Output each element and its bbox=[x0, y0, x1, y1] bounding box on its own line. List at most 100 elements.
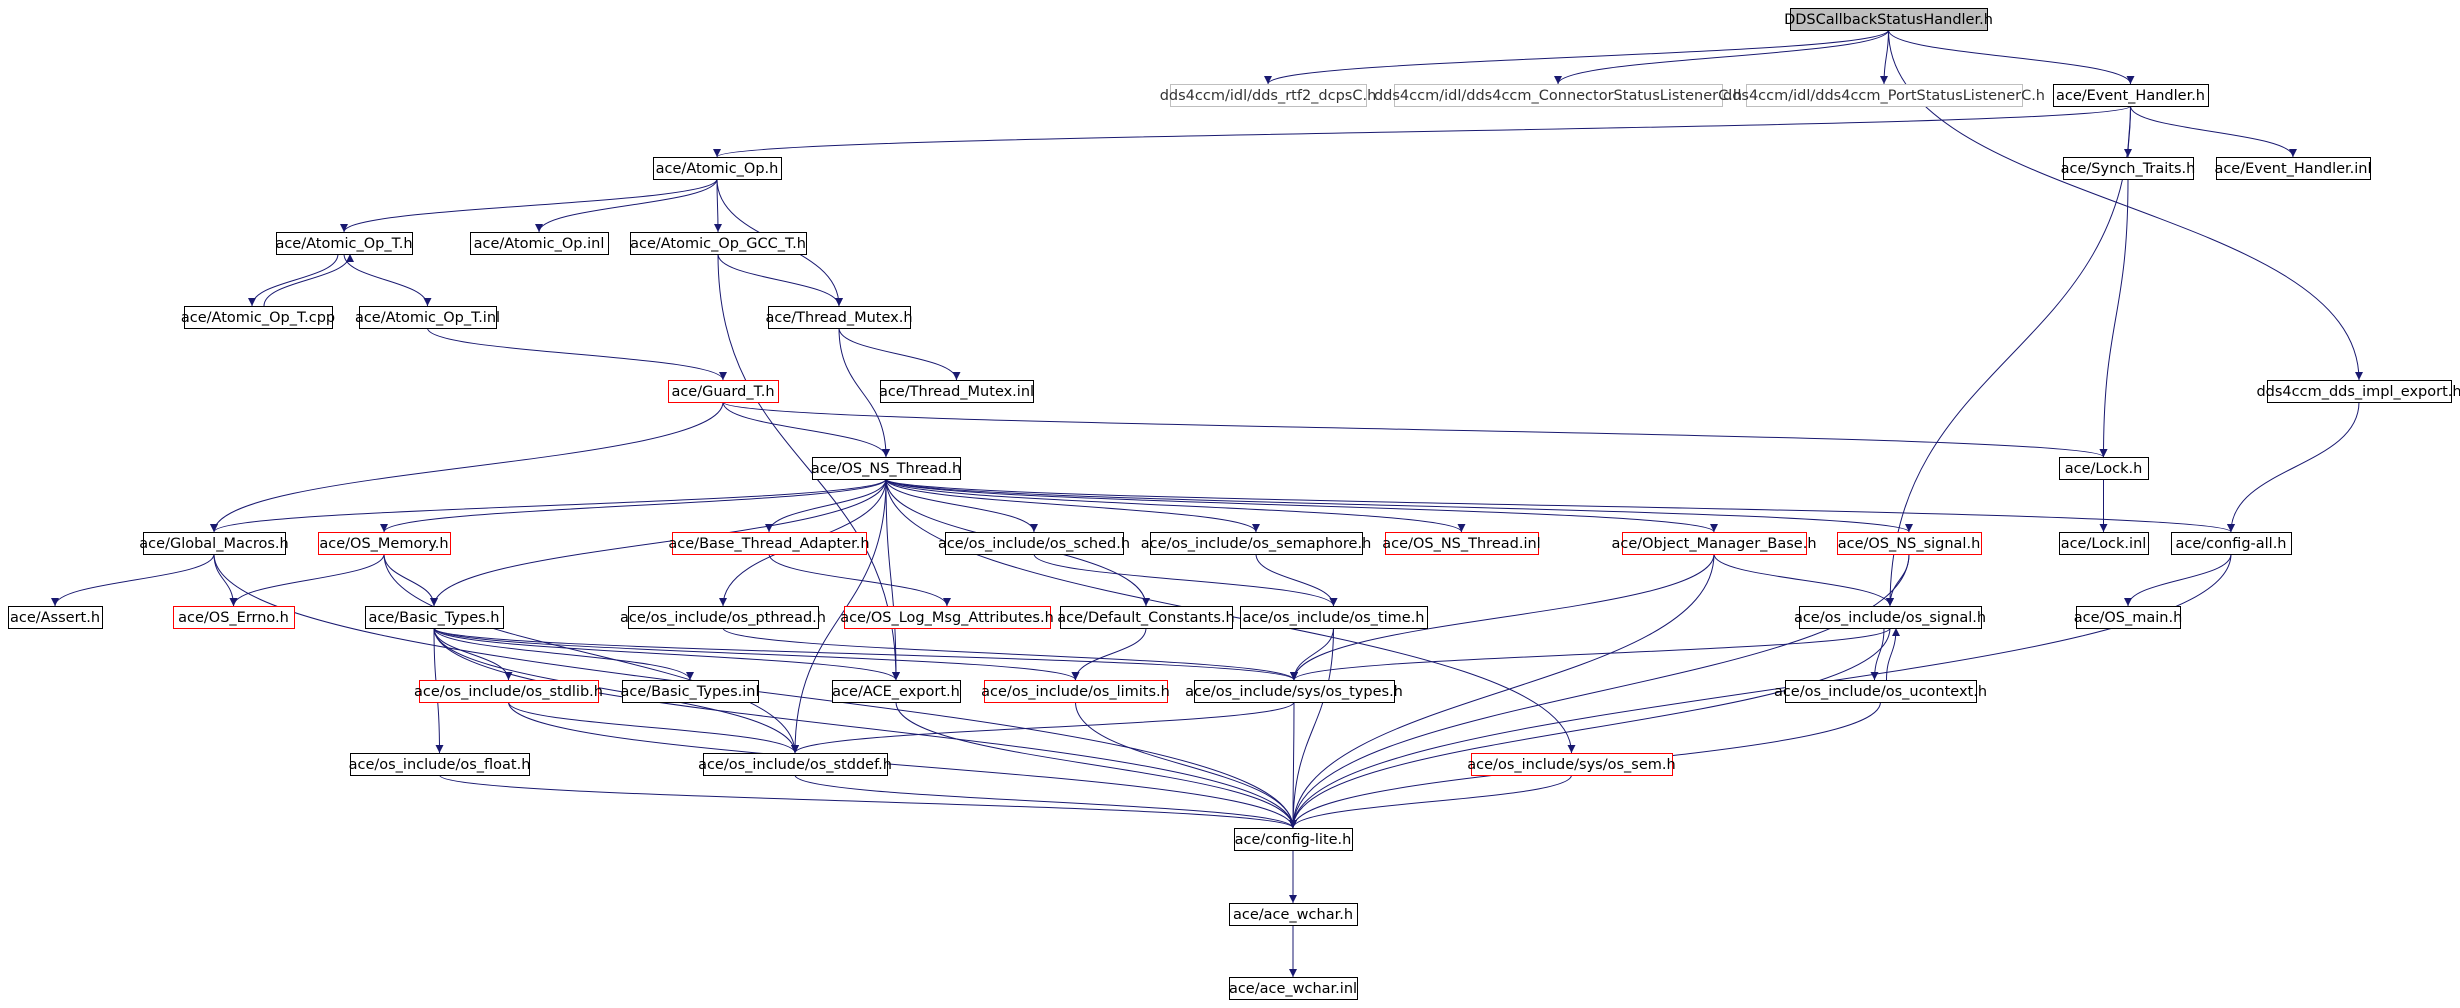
node-base-thread-adapter[interactable]: ace/Base_Thread_Adapter.h bbox=[668, 532, 870, 555]
node-box bbox=[1622, 532, 1807, 555]
edge-base_thread_adapter-to-os_log_msg bbox=[768, 553, 951, 607]
edge-synch_traits-to-lock_h bbox=[2099, 178, 2129, 458]
node-atomic-op-gcc[interactable]: ace/Atomic_Op_GCC_T.h bbox=[630, 232, 807, 255]
node-atomic-op-t-cpp[interactable]: ace/Atomic_Op_T.cpp bbox=[181, 306, 335, 329]
node-config-lite[interactable]: ace/config-lite.h bbox=[1234, 828, 1353, 851]
node-sys-os-types[interactable]: ace/os_include/sys/os_types.h bbox=[1185, 680, 1403, 703]
node-ace-export[interactable]: ace/ACE_export.h bbox=[832, 680, 961, 703]
node-os-limits[interactable]: ace/os_include/os_limits.h bbox=[981, 680, 1170, 703]
node-box bbox=[1229, 903, 1358, 926]
node-root[interactable]: DDSCallbackStatusHandler.h bbox=[1784, 8, 1993, 31]
node-label: ace/Atomic_Op_T.inl bbox=[355, 310, 500, 326]
node-label: ace/os_include/os_limits.h bbox=[981, 684, 1170, 700]
node-os-signal[interactable]: ace/os_include/os_signal.h bbox=[1794, 606, 1986, 629]
node-assert-h[interactable]: ace/Assert.h bbox=[8, 606, 103, 629]
node-label: ace/OS_NS_signal.h bbox=[1838, 536, 1981, 552]
node-box bbox=[768, 306, 911, 329]
edge-basic_types-to-config_lite bbox=[433, 627, 1297, 829]
node-box bbox=[1837, 532, 1982, 555]
edge-os_ns_thread-to-basic_types bbox=[430, 478, 887, 607]
node-thread-mutex-inl[interactable]: ace/Thread_Mutex.inl bbox=[879, 380, 1034, 403]
node-atomic-op-t-inl[interactable]: ace/Atomic_Op_T.inl bbox=[355, 306, 500, 329]
node-os-stddef[interactable]: ace/os_include/os_stddef.h bbox=[698, 753, 892, 776]
node-ace-wchar[interactable]: ace/ace_wchar.h bbox=[1229, 903, 1358, 926]
node-label: ace/os_include/os_pthread.h bbox=[620, 610, 826, 626]
node-label: ace/OS_NS_Thread.inl bbox=[1382, 536, 1540, 552]
node-label: ace/os_include/os_time.h bbox=[1243, 610, 1425, 626]
node-os-semaphore[interactable]: ace/os_include/os_semaphore.h bbox=[1141, 532, 1372, 555]
node-box bbox=[1471, 753, 1673, 776]
node-os-ns-thread[interactable]: ace/OS_NS_Thread.h bbox=[811, 457, 961, 480]
node-box bbox=[2053, 84, 2209, 107]
node-box bbox=[672, 532, 867, 555]
edge-os_stdlib-to-config_lite bbox=[508, 701, 1297, 829]
node-event-handler-inl[interactable]: ace/Event_Handler.inl bbox=[2214, 157, 2372, 180]
node-lock-h[interactable]: ace/Lock.h bbox=[2059, 457, 2149, 480]
node-guard-t[interactable]: ace/Guard_T.h bbox=[668, 380, 779, 403]
node-label: ace/Atomic_Op_T.h bbox=[275, 236, 412, 252]
node-os-ns-signal[interactable]: ace/OS_NS_signal.h bbox=[1837, 532, 1982, 555]
node-label: ace/os_include/os_semaphore.h bbox=[1141, 536, 1372, 552]
node-os-errno[interactable]: ace/OS_Errno.h bbox=[173, 606, 295, 629]
node-atomic-op-t[interactable]: ace/Atomic_Op_T.h bbox=[275, 232, 413, 255]
node-os-stdlib[interactable]: ace/os_include/os_stdlib.h bbox=[414, 680, 603, 703]
node-ace-wchar-inl[interactable]: ace/ace_wchar.inl bbox=[1229, 977, 1358, 1000]
edge-atomic_op-to-atomic_op_inl bbox=[535, 178, 718, 233]
node-conn-listener[interactable]: dds4ccm/idl/dds4ccm_ConnectorStatusListe… bbox=[1374, 84, 1742, 107]
node-global-macros[interactable]: ace/Global_Macros.h bbox=[139, 532, 289, 555]
edge-guard_t-to-os_ns_thread bbox=[722, 401, 890, 458]
node-os-pthread[interactable]: ace/os_include/os_pthread.h bbox=[620, 606, 826, 629]
node-label: ace/ace_wchar.h bbox=[1233, 907, 1353, 923]
edge-basic_types-to-basic_types_inl bbox=[433, 627, 694, 681]
edge-os_ns_thread-to-os_ns_signal bbox=[885, 478, 1913, 533]
edge-os_limits-to-config_lite bbox=[1075, 701, 1297, 829]
node-os-sched[interactable]: ace/os_include/os_sched.h bbox=[938, 532, 1130, 555]
edge-guard_t-to-global_macros bbox=[210, 401, 724, 533]
edge-thread_mutex-to-thread_mutex_inl bbox=[838, 327, 961, 381]
node-atomic-op-inl[interactable]: ace/Atomic_Op.inl bbox=[470, 232, 609, 255]
edge-ace_export-to-config_lite bbox=[895, 701, 1297, 829]
node-event-handler[interactable]: ace/Event_Handler.h bbox=[2053, 84, 2209, 107]
edge-root-to-dds_impl_export bbox=[1888, 29, 2363, 381]
node-os-ns-thread-inl[interactable]: ace/OS_NS_Thread.inl bbox=[1382, 532, 1541, 555]
edge-os_memory-to-os_errno bbox=[229, 553, 385, 607]
edge-layer bbox=[51, 29, 2363, 977]
node-label: ace/config-all.h bbox=[2175, 536, 2286, 552]
node-port-listener[interactable]: dds4ccm/idl/dds4ccm_PortStatusListenerC.… bbox=[1723, 84, 2045, 107]
node-box bbox=[1240, 606, 1428, 629]
node-label: ace/Guard_T.h bbox=[671, 384, 774, 400]
edge-basic_types-to-os_stddef bbox=[433, 627, 799, 754]
node-basic-types[interactable]: ace/Basic_Types.h bbox=[365, 606, 504, 629]
node-os-ucontext[interactable]: ace/os_include/os_ucontext.h bbox=[1774, 680, 1987, 703]
node-synch-traits[interactable]: ace/Synch_Traits.h bbox=[2061, 157, 2196, 180]
edge-os_signal-to-config_lite bbox=[1289, 627, 1891, 829]
node-dds-impl-export[interactable]: dds4ccm_dds_impl_export.h bbox=[2256, 380, 2460, 403]
node-label: ace/Default_Constants.h bbox=[1057, 610, 1234, 626]
node-label: dds4ccm/idl/dds4ccm_ConnectorStatusListe… bbox=[1374, 88, 1742, 104]
node-label: ace/Lock.inl bbox=[2061, 536, 2147, 552]
node-layer: DDSCallbackStatusHandler.h dds4ccm/idl/dd… bbox=[8, 8, 2460, 1000]
node-atomic-op[interactable]: ace/Atomic_Op.h bbox=[653, 157, 782, 180]
edge-os_ns_thread-to-config_all bbox=[885, 478, 2235, 533]
node-dds-rtf2[interactable]: dds4ccm/idl/dds_rtf2_dcpsC.h bbox=[1160, 84, 1377, 107]
node-lock-inl[interactable]: ace/Lock.inl bbox=[2059, 532, 2149, 555]
node-box bbox=[8, 606, 103, 629]
node-default-constants[interactable]: ace/Default_Constants.h bbox=[1057, 606, 1235, 629]
node-os-log-msg[interactable]: ace/OS_Log_Msg_Attributes.h bbox=[840, 606, 1054, 629]
node-os-main[interactable]: ace/OS_main.h bbox=[2074, 606, 2183, 629]
node-os-time[interactable]: ace/os_include/os_time.h bbox=[1240, 606, 1428, 629]
node-basic-types-inl[interactable]: ace/Basic_Types.inl bbox=[620, 680, 760, 703]
node-label: ace/OS_main.h bbox=[2074, 610, 2183, 626]
node-os-memory[interactable]: ace/OS_Memory.h bbox=[318, 532, 451, 555]
node-box bbox=[365, 606, 504, 629]
node-object-manager-base[interactable]: ace/Object_Manager_Base.h bbox=[1611, 532, 1817, 555]
edge-os_float-to-config_lite bbox=[439, 774, 1297, 829]
node-box bbox=[832, 680, 961, 703]
edge-os_ns_thread-to-os_semaphore bbox=[885, 478, 1260, 533]
node-thread-mutex[interactable]: ace/Thread_Mutex.h bbox=[765, 306, 913, 329]
node-sys-os-sem[interactable]: ace/os_include/sys/os_sem.h bbox=[1467, 753, 1676, 776]
node-label: ace/ace_wchar.inl bbox=[1229, 981, 1357, 997]
node-config-all[interactable]: ace/config-all.h bbox=[2171, 532, 2292, 555]
node-label: ace/os_include/os_float.h bbox=[349, 757, 531, 773]
node-os-float[interactable]: ace/os_include/os_float.h bbox=[349, 753, 531, 776]
